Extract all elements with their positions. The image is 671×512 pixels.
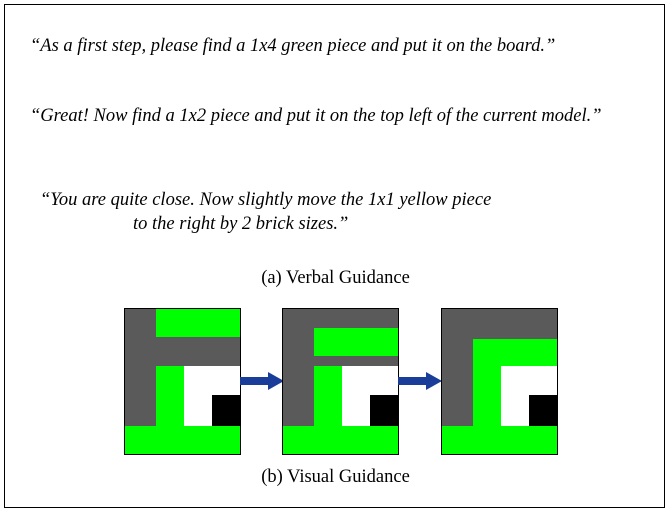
verbal-quote-3-line1: “You are quite close. Now slightly move … — [40, 190, 492, 210]
green-brick-bottom — [283, 426, 398, 454]
verbal-quote-2: “Great! Now find a 1x2 piece and put it … — [30, 106, 602, 126]
verbal-quote-1: “As a first step, please find a 1x4 gree… — [30, 36, 556, 56]
green-brick-bottom — [442, 426, 557, 454]
arrow-right-icon — [398, 372, 442, 390]
board-step-1 — [124, 308, 241, 455]
board-step-2 — [282, 308, 399, 455]
figure-frame — [4, 4, 665, 508]
green-brick-top — [156, 309, 240, 337]
black-brick — [529, 395, 557, 426]
verbal-quote-3: “You are quite close. Now slightly move … — [40, 188, 660, 236]
green-brick-top — [473, 339, 557, 366]
green-brick-bottom — [125, 426, 240, 454]
board-step-3 — [441, 308, 558, 455]
green-brick-top — [314, 328, 398, 356]
black-brick — [370, 395, 398, 426]
caption-visual-guidance: (b) Visual Guidance — [261, 467, 410, 487]
caption-verbal-guidance: (a) Verbal Guidance — [261, 268, 410, 288]
black-brick — [212, 395, 240, 426]
arrow-right-icon — [240, 372, 284, 390]
verbal-quote-3-line2: to the right by 2 brick sizes.” — [133, 214, 349, 234]
